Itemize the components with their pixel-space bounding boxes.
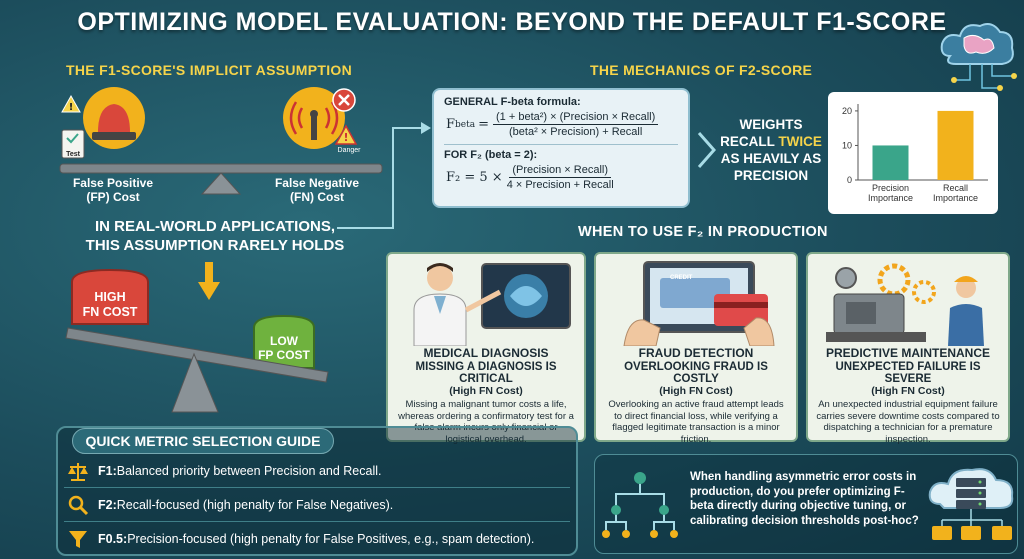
alarm-icon: ! [61, 87, 145, 159]
credit-tag: CREDIT [670, 275, 693, 281]
f2-mechanics-heading: THE MECHANICS OF F2-SCORE [590, 62, 813, 78]
usage-card-medical: MEDICAL DIAGNOSIS MISSING A DIAGNOSIS IS… [386, 252, 586, 445]
decision-tree-icon [602, 472, 678, 538]
guide-row-f1: F1: Balanced priority between Precision … [58, 454, 578, 488]
down-arrow-icon [198, 262, 220, 300]
f1-assumption-heading: THE F1-SCORE'S IMPLICIT ASSUMPTION [66, 62, 353, 78]
magnifier-icon [58, 494, 98, 516]
connector-arrow [337, 122, 431, 229]
funnel-icon [58, 528, 98, 550]
usage-card-fraud: CREDIT FRAUD DETECTION OVERLOOKING FRAUD… [594, 252, 798, 445]
chart-y-tick-label: 10 [842, 140, 852, 150]
chart-x-tick-label: Importance [933, 193, 978, 203]
svg-text:!: ! [343, 131, 348, 144]
chart-bar [872, 145, 909, 180]
chart-x-tick-label: Precision [872, 183, 909, 193]
cloud-server-icon [928, 468, 1014, 540]
chart-x-tick-label: Importance [868, 193, 913, 203]
f2-formula: F₂ = 5 × (Precision × Recall)4 × Precisi… [446, 164, 614, 191]
high-fn-cost-weight: HIGH FN COST [82, 290, 138, 319]
chevron-right-icon [697, 132, 717, 168]
machinery-icon [826, 263, 984, 346]
tilted-seesaw [65, 268, 329, 413]
credit-card-icon [623, 261, 775, 346]
metric-guide-heading: QUICK METRIC SELECTION GUIDE [72, 428, 334, 454]
f2-formula-label: FOR F₂ (beta = 2): [444, 149, 538, 161]
guide-row-f2: F2: Recall-focused (high penalty for Fal… [58, 488, 578, 522]
real-world-note: IN REAL-WORLD APPLICATIONS, THIS ASSUMPT… [85, 218, 345, 254]
danger-tag: Danger [337, 147, 361, 154]
usage-card-maintenance: PREDICTIVE MAINTENANCE UNEXPECTED FAILUR… [806, 252, 1010, 445]
chart-bar [937, 110, 974, 180]
balanced-seesaw [59, 163, 383, 195]
svg-text:!: ! [69, 102, 74, 113]
usage-heading: WHEN TO USE F₂ IN PRODUCTION [578, 224, 828, 240]
low-fp-cost-weight: LOW FP COST [258, 334, 310, 362]
brain-cloud-icon [940, 23, 1017, 91]
test-tag: Test [66, 151, 80, 158]
chart-y-tick-label: 20 [842, 106, 852, 116]
scales-icon [58, 460, 98, 482]
page-title: OPTIMIZING MODEL EVALUATION: BEYOND THE … [77, 8, 947, 36]
chart-y-tick-label: 0 [847, 175, 852, 185]
doctor-icon [413, 263, 571, 346]
fp-cost-label: False Positive (FP) Cost [72, 176, 154, 204]
general-formula-label: GENERAL F-beta formula: [444, 96, 581, 108]
fn-cost-label: False Negative (FN) Cost [274, 176, 360, 204]
weights-note: WEIGHTS RECALL TWICE AS HEAVILY AS PRECI… [720, 117, 822, 183]
guide-row-f05: F0.5: Precision-focused (high penalty fo… [58, 522, 578, 556]
chart-x-tick-label: Recall [943, 183, 968, 193]
discussion-question: When handling asymmetric error costs in … [690, 471, 919, 527]
signal-tower-icon: ! [283, 87, 358, 149]
